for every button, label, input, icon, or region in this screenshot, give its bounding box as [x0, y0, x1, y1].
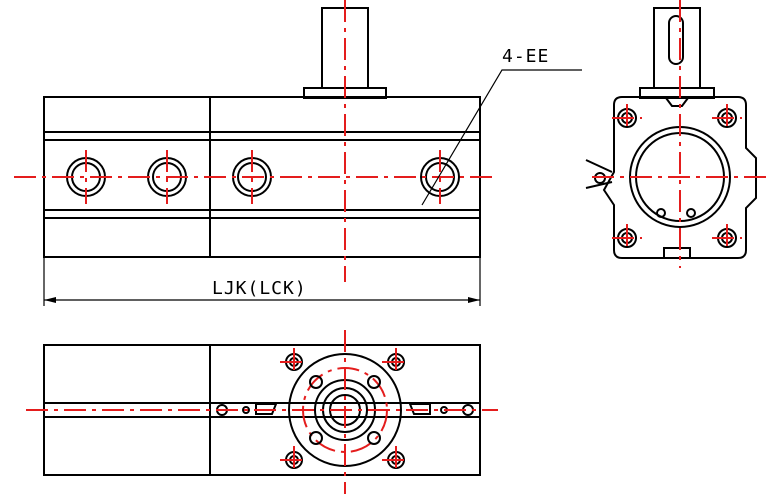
side-keyway	[668, 15, 684, 65]
side-shaft	[653, 7, 701, 89]
side-view	[585, 0, 770, 268]
side-body	[602, 96, 757, 259]
top-inner-bolt	[367, 375, 381, 389]
front-view: 4-EE LJK(LCK)	[14, 0, 582, 306]
dimension-arrow-left	[44, 297, 56, 303]
side-port	[585, 159, 613, 189]
callout-leader	[421, 69, 582, 206]
dimension-label: LJK(LCK)	[212, 278, 307, 299]
dimension-arrow-right	[468, 297, 480, 303]
top-inner-bolt	[309, 375, 323, 389]
side-bore-detail	[656, 208, 666, 218]
side-top-notch	[664, 97, 690, 107]
top-view	[26, 330, 498, 494]
side-bottom-notch	[663, 247, 691, 258]
top-inner-bolt	[367, 431, 381, 445]
top-inner-bolt	[309, 431, 323, 445]
side-bore-detail	[686, 208, 696, 218]
callout-label: 4-EE	[502, 46, 549, 67]
